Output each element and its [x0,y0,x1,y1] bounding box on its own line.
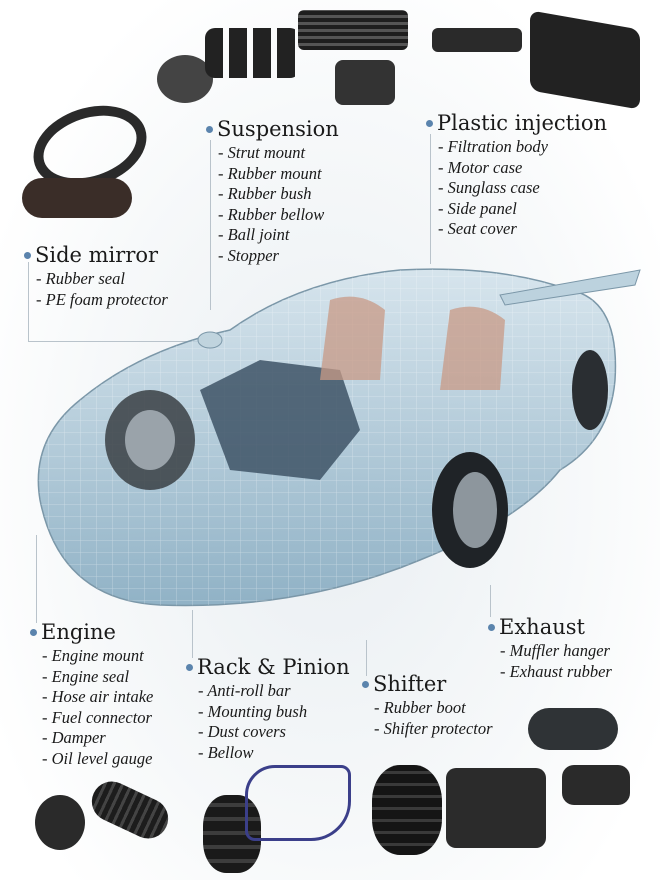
leader-line-rack [192,610,193,658]
side-mirror-on-car [197,331,223,349]
muffler-hanger-image [528,708,618,750]
side-panel-image [432,28,522,52]
list-item: - Rubber seal [36,269,125,288]
car-spoiler [499,269,641,306]
list-item: - Exhaust rubber [500,661,612,681]
section-rack-pinion: Rack & Pinion - Anti-roll bar - Mounting… [186,655,350,763]
list-item: - Stopper [218,245,279,265]
list-item: - Sunglass case [438,178,540,197]
leader-line-exhaust [490,585,491,617]
section-shifter: Shifter - Rubber boot - Shifter protecto… [362,672,493,739]
list-item: - Muffler hanger [500,641,610,660]
list-item: - Motor case [438,157,523,177]
list-item: - Fuel connector [42,707,152,727]
list-item: - Rubber boot [374,698,466,717]
section-title: Exhaust [499,615,585,639]
section-title: Rack & Pinion [197,655,350,679]
leader-line-side-mirror-h [28,341,208,342]
section-engine: Engine - Engine mount - Engine seal - Ho… [30,620,153,769]
list-item: - Rubber mount [218,163,322,183]
section-plastic-injection: Plastic injection - Filtration body - Mo… [426,111,607,240]
list-item: - PE foam protector [36,289,168,309]
leader-line-engine [36,535,37,623]
bullet-icon [426,119,433,127]
foam-protector-image [22,178,132,218]
anti-roll-bar-image [245,765,351,841]
list-item: - Damper [42,728,106,747]
rubber-boot-image [372,765,442,855]
section-side-mirror: Side mirror - Rubber seal - PE foam prot… [24,243,168,310]
list-item: - Rubber bush [218,184,312,203]
rear-wheel-far [572,350,608,430]
list-item: - Engine mount [42,646,144,665]
list-item: - Bellow [198,742,254,762]
engine-mount-image [35,795,85,850]
list-item: - Ball joint [218,225,290,244]
list-item: - Oil level gauge [42,748,153,768]
seat-left [320,296,385,380]
section-title: Plastic injection [437,111,607,135]
leader-line-side-mirror [28,262,29,342]
rubber-bush-image [205,28,300,78]
section-exhaust: Exhaust - Muffler hanger - Exhaust rubbe… [488,615,612,682]
bullet-icon [362,680,369,688]
exhaust-rubber-image [562,765,630,805]
list-item: - Engine seal [42,666,130,686]
list-item: - Strut mount [218,143,306,162]
bullet-icon [186,663,193,671]
bullet-icon [206,125,213,133]
strut-mount-image [157,55,213,103]
section-suspension: Suspension - Strut mount - Rubber mount … [206,117,339,266]
section-title: Shifter [373,672,447,696]
list-item: - Rubber bellow [218,204,325,224]
bullet-icon [24,251,31,259]
list-item: - Mounting bush [198,701,308,721]
engine-block [200,360,360,480]
bullet-icon [30,628,37,636]
shifter-protector-image [446,768,546,848]
bullet-icon [488,623,495,631]
stopper-image [335,60,395,105]
list-item: - Shifter protector [374,718,493,738]
section-title: Engine [41,620,116,644]
rubber-bellow-image [298,10,408,50]
list-item: - Filtration body [438,137,548,156]
list-item: - Dust covers [198,722,286,741]
list-item: - Hose air intake [42,687,154,706]
list-item: - Anti-roll bar [198,681,291,700]
list-item: - Seat cover [438,219,517,238]
seat-right [440,306,505,390]
leader-line-suspension [210,140,211,310]
leader-line-plastic [430,134,431,264]
section-title: Suspension [217,117,339,141]
leader-line-shifter [366,640,367,676]
section-title: Side mirror [35,243,159,267]
list-item: - Side panel [438,198,517,218]
